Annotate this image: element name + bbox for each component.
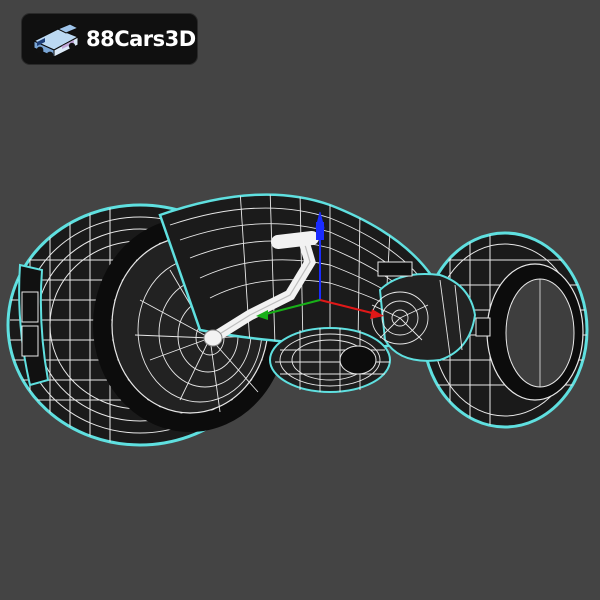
engine-pod xyxy=(269,327,391,393)
x-axis-handle[interactable] xyxy=(319,299,381,316)
z-axis-cap[interactable] xyxy=(316,222,324,240)
van-icon xyxy=(32,23,80,59)
brand-name: 88Cars3D xyxy=(86,27,196,51)
front-fork xyxy=(371,261,491,362)
transform-gizmo[interactable] xyxy=(256,211,384,320)
front-wheel xyxy=(421,231,589,429)
y-axis-handle[interactable] xyxy=(261,299,321,316)
brand-badge: 88Cars3D xyxy=(22,14,197,64)
frame-strut xyxy=(203,231,319,347)
